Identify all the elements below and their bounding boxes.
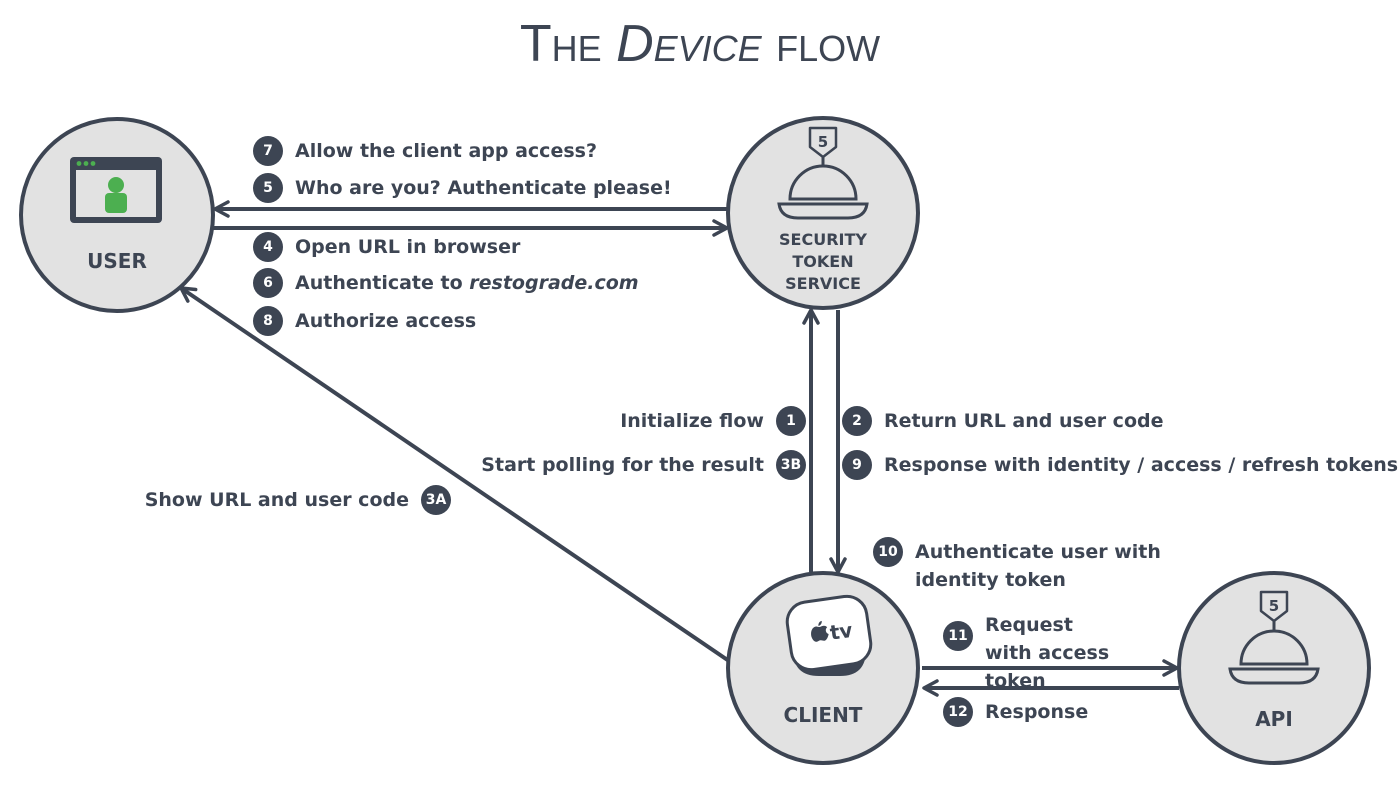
sts-label-line-3: SERVICE xyxy=(785,274,861,293)
step-text: Response with identity / access / refres… xyxy=(884,454,1399,476)
step-badge: 1 xyxy=(776,406,806,436)
step-badge: 4 xyxy=(253,232,283,262)
step-badge: 12 xyxy=(943,697,973,727)
step-text: Initialize flow xyxy=(620,410,764,432)
sts-shield-number: 5 xyxy=(818,133,828,151)
step-badge: 9 xyxy=(842,450,872,480)
step-4: 4 Open URL in browser xyxy=(253,232,521,262)
step-badge: 6 xyxy=(253,268,283,298)
step-3a: 3A Show URL and user code xyxy=(144,485,451,515)
arrow-client-to-user xyxy=(179,286,731,663)
user-icon xyxy=(105,177,127,213)
title-part-2: Device xyxy=(616,15,762,73)
api-shield-number: 5 xyxy=(1269,597,1279,615)
api-cloche-icon xyxy=(1228,621,1320,685)
step-text: Return URL and user code xyxy=(884,410,1164,432)
step-text: Show URL and user code xyxy=(144,489,409,511)
api-shield-icon: 5 xyxy=(1259,590,1289,623)
apple-tv-text: tv xyxy=(828,618,854,645)
step-2: 2 Return URL and user code xyxy=(842,406,1164,436)
step-8: 8 Authorize access xyxy=(253,306,477,336)
step-badge: 3A xyxy=(421,485,451,515)
step-text: Response xyxy=(985,701,1089,723)
step-10: 10 Authenticate user with identity token xyxy=(873,537,1225,594)
step-11: 11 Request with access token xyxy=(943,611,1125,695)
sts-label-line-1: SECURITY xyxy=(779,230,867,249)
step-badge: 10 xyxy=(873,537,903,567)
step-3b: 3B Start polling for the result xyxy=(481,450,806,480)
api-label: API xyxy=(1255,707,1293,731)
step-text: Authenticate user with identity token xyxy=(915,541,1161,591)
step-text: Start polling for the result xyxy=(481,454,764,476)
step-6-domain: restograde.com xyxy=(469,272,639,294)
step-5: 5 Who are you? Authenticate please! xyxy=(253,173,672,203)
step-text: Who are you? Authenticate please! xyxy=(295,177,672,199)
apple-tv-icon: tv xyxy=(785,594,873,676)
sts-shield-icon: 5 xyxy=(808,126,838,159)
step-badge: 5 xyxy=(253,173,283,203)
step-1: 1 Initialize flow xyxy=(620,406,806,436)
sts-label: SECURITY TOKEN SERVICE xyxy=(743,229,903,295)
step-badge: 2 xyxy=(842,406,872,436)
step-text: Allow the client app access? xyxy=(295,140,597,162)
sts-label-line-2: TOKEN xyxy=(792,252,854,271)
step-6: 6 Authenticate to restograde.com xyxy=(253,268,639,298)
step-badge: 3B xyxy=(776,450,806,480)
step-7: 7 Allow the client app access? xyxy=(253,136,597,166)
step-text: Open URL in browser xyxy=(295,236,521,258)
title-part-1: The xyxy=(519,15,617,73)
step-text: Authenticate to restograde.com xyxy=(295,269,639,297)
step-badge: 8 xyxy=(253,306,283,336)
step-text: Authorize access xyxy=(295,310,477,332)
user-label: USER xyxy=(87,249,147,273)
step-text: Request with access token xyxy=(985,614,1110,692)
cloche-icon xyxy=(777,157,869,220)
step-6-text-prefix: Authenticate to xyxy=(295,272,470,294)
client-label: CLIENT xyxy=(783,703,863,727)
step-badge: 7 xyxy=(253,136,283,166)
step-9: 9 Response with identity / access / refr… xyxy=(842,450,1399,480)
step-badge: 11 xyxy=(943,621,973,651)
step-12: 12 Response xyxy=(943,697,1089,727)
diagram-title: The Device flow xyxy=(0,14,1400,74)
title-part-3: flow xyxy=(761,15,881,73)
